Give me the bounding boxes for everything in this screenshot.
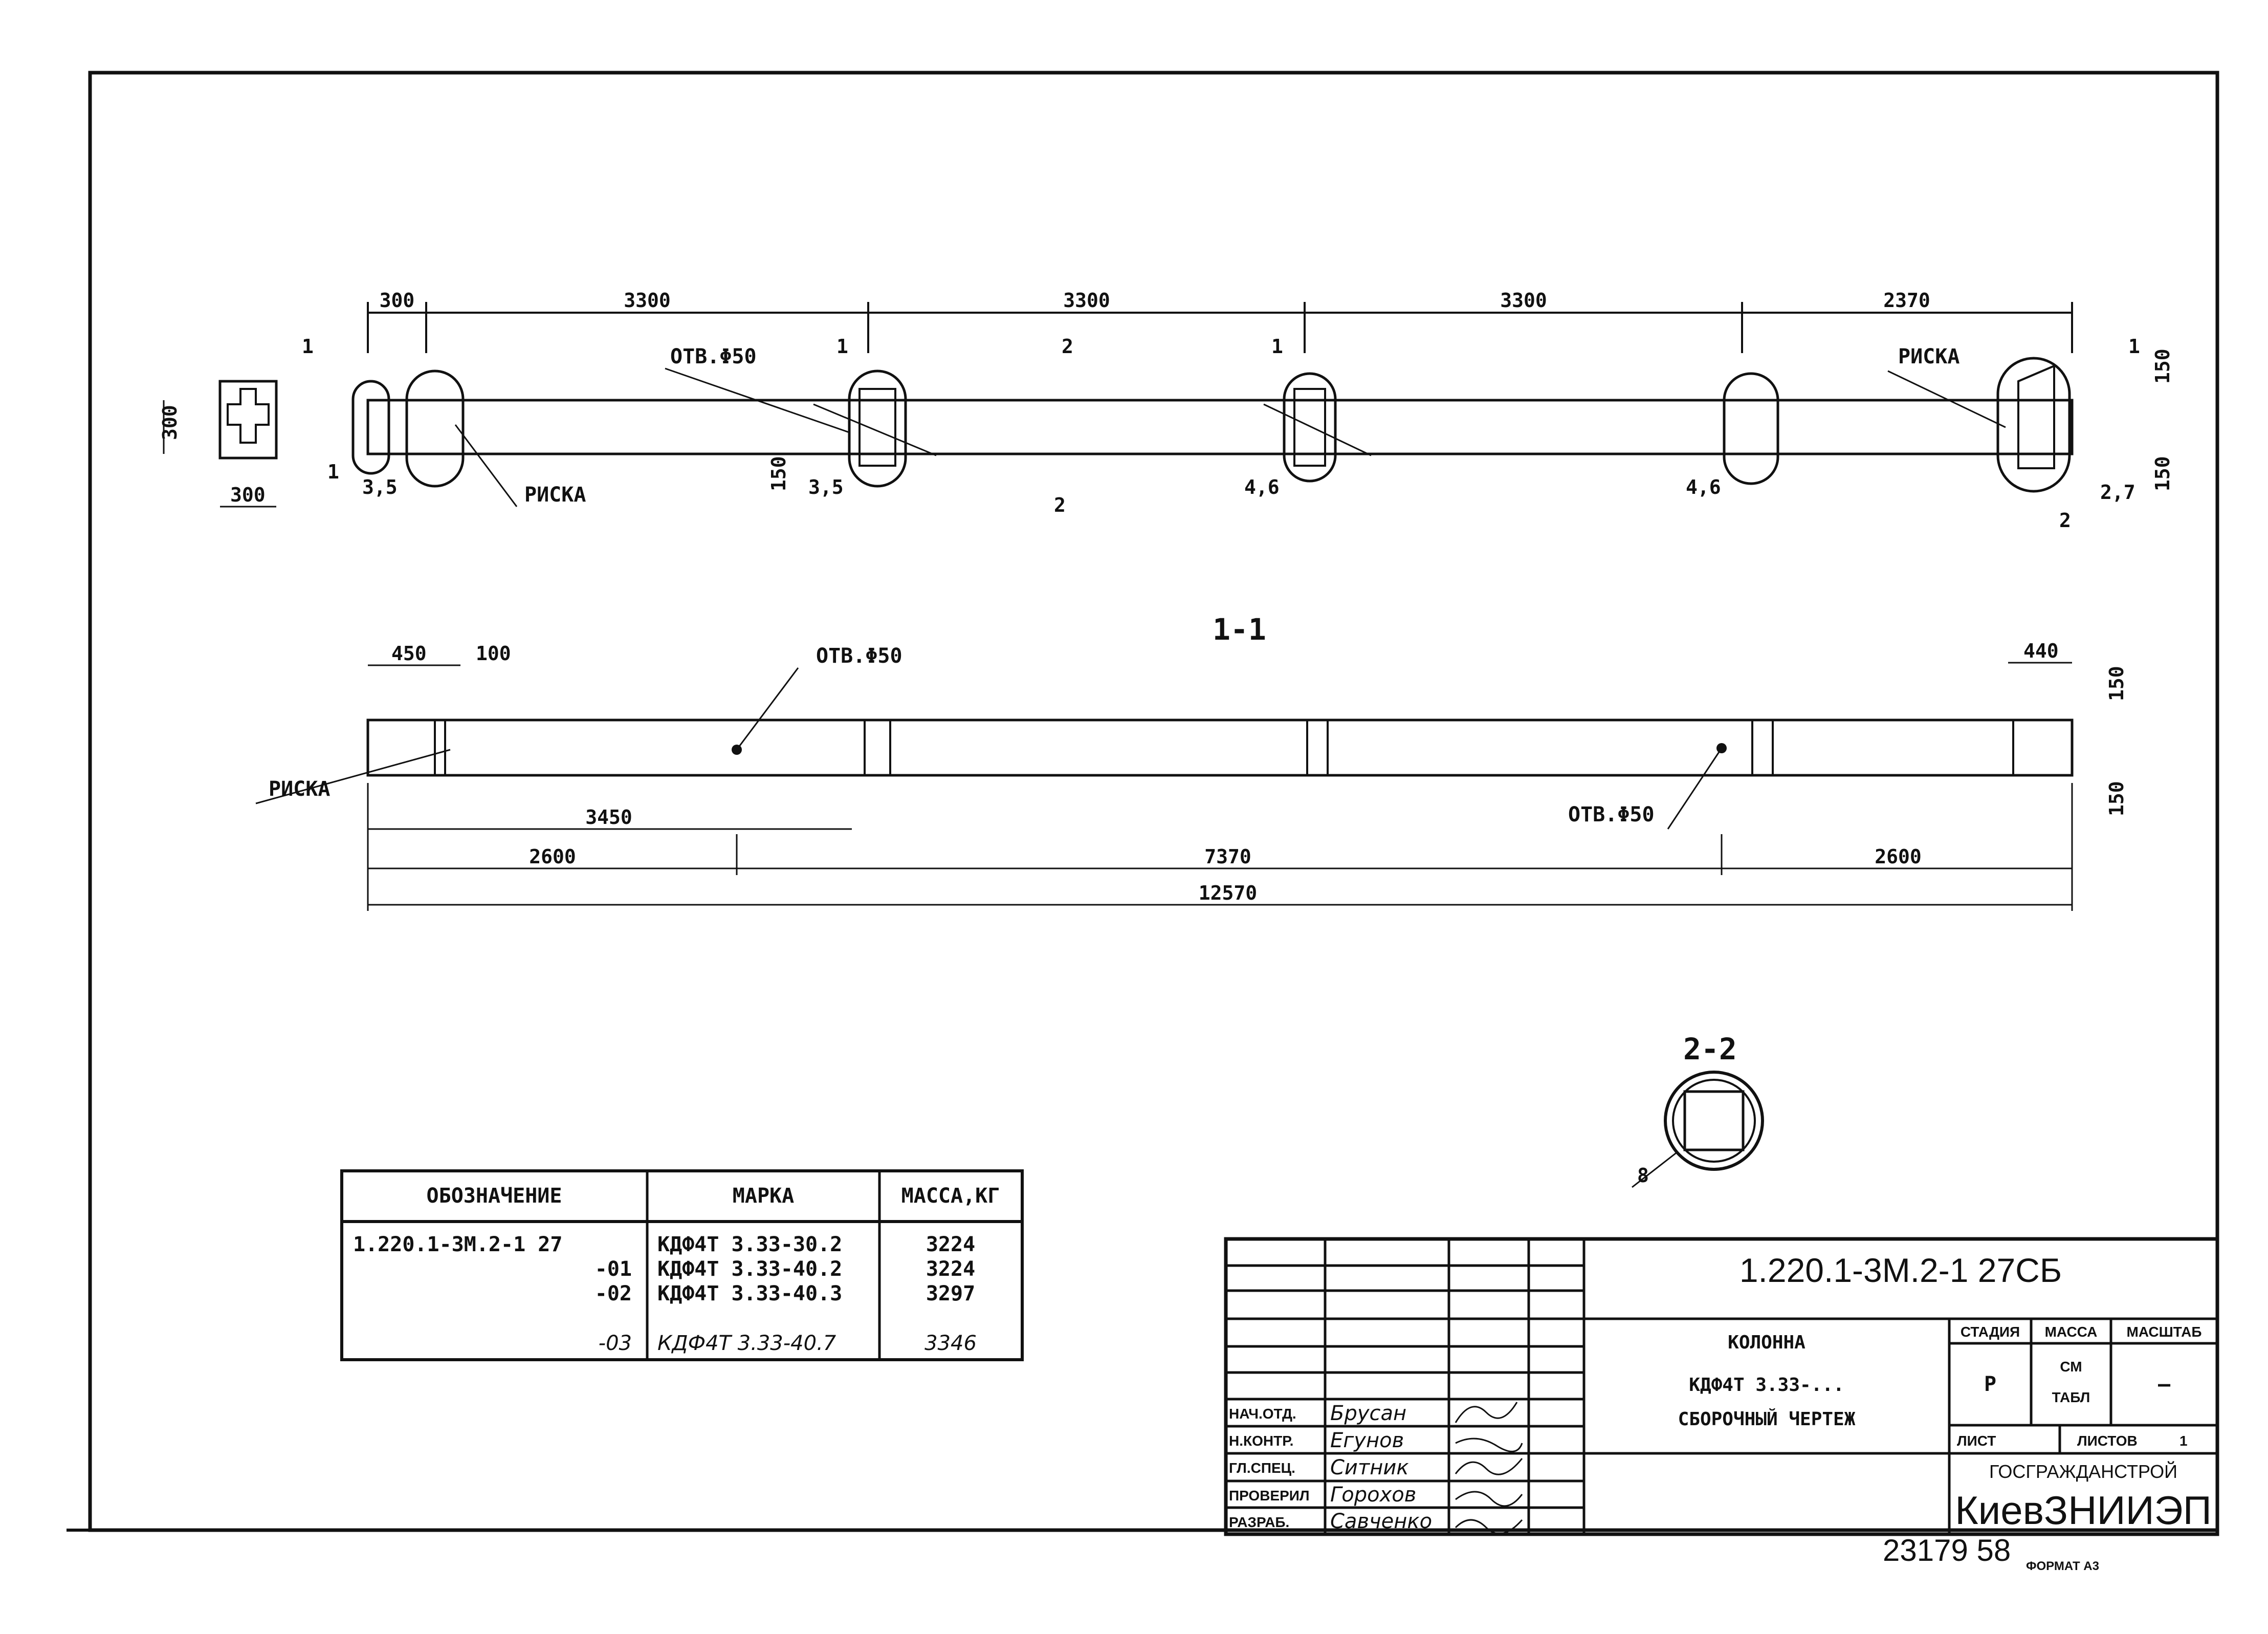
- sheet-label: ЛИСТ: [1957, 1433, 1996, 1449]
- person-name: Савченко: [1330, 1510, 1432, 1533]
- designation-cell: -01: [595, 1257, 632, 1281]
- stage-header: СТАДИЯ: [1961, 1324, 2020, 1340]
- tag-8: 8: [1637, 1164, 1649, 1187]
- mark-cell: КДФ4Т 3.33-40.2: [657, 1257, 842, 1281]
- mass-cell: 3224: [926, 1233, 975, 1256]
- tag-4-6: 4,6: [1686, 476, 1721, 498]
- dim-150: 150: [767, 456, 790, 491]
- spec-table: ОБОЗНАЧЕНИЕ МАРКА МАССА,КГ 1.220.1-3М.2-…: [340, 1169, 1024, 1361]
- cut-2-bottom: 2: [1054, 494, 1066, 516]
- sheets-count: 1: [2179, 1433, 2188, 1449]
- header-mark: МАРКА: [733, 1184, 794, 1208]
- stage-value: Р: [1984, 1372, 1996, 1396]
- callout-1: 1: [1271, 335, 1283, 358]
- table-row: -02 КДФ4Т 3.33-40.3 3297: [595, 1282, 975, 1305]
- mark-cell: КДФ4Т 3.33-30.2: [657, 1233, 842, 1256]
- tag-3-5: 3,5: [362, 476, 398, 498]
- mass-cell: 3346: [924, 1332, 977, 1355]
- header-mass: МАССА,КГ: [901, 1184, 1000, 1208]
- dim-2600-left: 2600: [529, 845, 576, 868]
- dim-450: 450: [391, 642, 427, 665]
- dim-section-height: 300: [159, 405, 181, 440]
- person-name: Егунов: [1330, 1429, 1404, 1452]
- section-1-1-title: 1-1: [1213, 612, 1266, 647]
- callout-2: 2: [2059, 509, 2071, 532]
- table-row: -01 КДФ4Т 3.33-40.2 3224: [595, 1257, 975, 1281]
- title-block: 1.220.1-3М.2-1 27СБ КОЛОННА КДФ4Т 3.33-.…: [1224, 1237, 2219, 1536]
- role-label: ГЛ.СПЕЦ.: [1229, 1460, 1295, 1476]
- cut-1-left: 1: [302, 335, 314, 358]
- person-name: Ситник: [1330, 1456, 1409, 1479]
- person-name: Брусан: [1330, 1402, 1406, 1425]
- tag-2-7: 2,7: [2100, 481, 2135, 504]
- plan-view: 300 3300 3300 3300 2370 300 300 ОТВ.Φ50 …: [159, 289, 2174, 532]
- dim-100: 100: [476, 642, 511, 665]
- risk-label-plan-right: РИСКА: [1898, 345, 1959, 368]
- mass-header: МАССА: [2045, 1324, 2098, 1340]
- mass-cell: 3224: [926, 1257, 975, 1281]
- section-2-2-title: 2-2: [1683, 1032, 1737, 1066]
- risk-label-plan-left: РИСКА: [524, 483, 586, 507]
- dim-3450: 3450: [585, 806, 632, 829]
- section-2-2: 2-2 8: [1632, 1032, 1764, 1188]
- person-name: Горохов: [1330, 1483, 1416, 1507]
- dim-2600-right: 2600: [1875, 845, 1922, 868]
- role-label: ПРОВЕРИЛ: [1229, 1488, 1310, 1504]
- tag-4-6: 4,6: [1244, 476, 1280, 498]
- dim-300: 300: [380, 289, 415, 312]
- dim-150: 150: [2151, 348, 2174, 384]
- mark-cell: КДФ4Т 3.33-40.7: [657, 1332, 836, 1355]
- dim-150: 150: [2105, 666, 2128, 701]
- mass-value-1: СМ: [2060, 1359, 2082, 1375]
- drawing-name-line-3: СБОРОЧНЫЙ ЧЕРТЕЖ: [1678, 1408, 1856, 1430]
- table-row: 1.220.1-3М.2-1 27 КДФ4Т 3.33-30.2 3224: [353, 1233, 975, 1256]
- dim-150: 150: [2151, 456, 2174, 491]
- signature-marks: [1455, 1402, 1523, 1535]
- designation-cell: -02: [595, 1282, 632, 1305]
- dim-2370: 2370: [1883, 289, 1930, 312]
- hole-label-section-top: ОТВ.Φ50: [816, 644, 902, 668]
- format-label: ФОРМАТ А3: [2026, 1559, 2099, 1573]
- mass-cell: 3297: [926, 1282, 975, 1305]
- signature-rows: НАЧ.ОТД. Брусан Н.КОНТР. Егунов ГЛ.СПЕЦ.…: [1229, 1402, 1523, 1535]
- archive-number: 23179 58: [1883, 1533, 2011, 1567]
- cut-1-right: 1: [2128, 335, 2140, 358]
- header-designation: ОБОЗНАЧЕНИЕ: [427, 1184, 562, 1208]
- designation-cell: -03: [599, 1332, 632, 1355]
- sheets-label: ЛИСТОВ: [2077, 1433, 2138, 1449]
- cross-section-view: 300 300: [159, 380, 278, 508]
- callout-1: 1: [836, 335, 848, 358]
- callout-1: 1: [327, 461, 339, 483]
- mark-cell: КДФ4Т 3.33-40.3: [657, 1282, 842, 1305]
- section-1-1: 1-1 450 100 440 ОТВ.Φ50 ОТВ.Φ50 РИСКА 34…: [255, 612, 2128, 911]
- dim-3300-c: 3300: [1500, 289, 1547, 312]
- role-label: РАЗРАБ.: [1229, 1514, 1289, 1530]
- drawing-name-line-1: КОЛОННА: [1728, 1332, 1805, 1353]
- scale-header: МАСШТАБ: [2127, 1324, 2202, 1340]
- hole-label-plan: ОТВ.Φ50: [670, 345, 757, 368]
- org-parent: ГОСГРАЖДАНСТРОЙ: [1989, 1461, 2177, 1482]
- org-name: КиевЗНИИЭП: [1955, 1488, 2212, 1533]
- role-label: НАЧ.ОТД.: [1229, 1406, 1296, 1422]
- dim-3300-b: 3300: [1063, 289, 1110, 312]
- role-label: Н.КОНТР.: [1229, 1433, 1293, 1449]
- dim-3300-a: 3300: [624, 289, 671, 312]
- drawing-name-line-2: КДФ4Т 3.33-...: [1689, 1375, 1844, 1396]
- scale-value: —: [2158, 1372, 2171, 1396]
- dim-7370: 7370: [1204, 845, 1251, 868]
- dim-section-width: 300: [230, 484, 266, 506]
- dim-150: 150: [2105, 781, 2128, 816]
- dim-12570: 12570: [1199, 882, 1257, 904]
- dim-440: 440: [2023, 640, 2059, 662]
- tag-3-5: 3,5: [808, 476, 844, 498]
- mass-value-2: ТАБЛ: [2052, 1389, 2090, 1405]
- hole-label-section-bottom: ОТВ.Φ50: [1568, 803, 1655, 826]
- table-row: -03 КДФ4Т 3.33-40.7 3346: [599, 1332, 977, 1355]
- document-code: 1.220.1-3М.2-1 27СБ: [1739, 1251, 2062, 1289]
- cut-2-top: 2: [1062, 335, 1073, 358]
- designation-cell: 1.220.1-3М.2-1 27: [353, 1233, 562, 1256]
